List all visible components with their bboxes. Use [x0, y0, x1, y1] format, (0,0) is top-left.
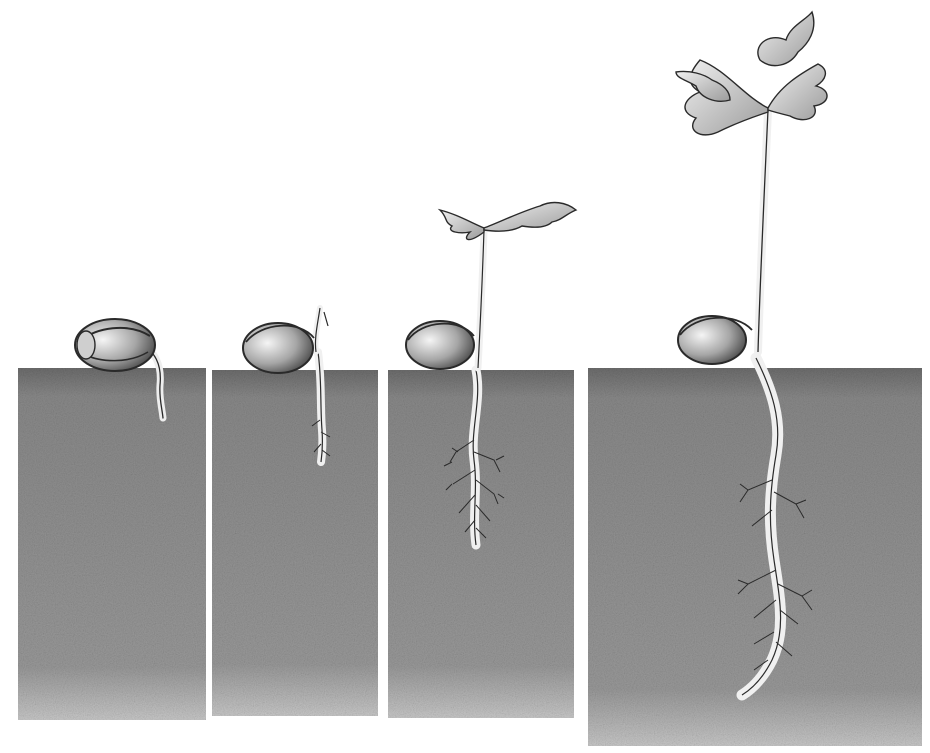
- soil-block-3: [388, 370, 574, 718]
- soil-block-1: [18, 368, 206, 720]
- soil-blocks: [18, 368, 922, 746]
- leaf-right: [484, 203, 576, 232]
- cotyledon: [678, 316, 746, 364]
- leaf-cluster: [676, 12, 827, 135]
- soil-block-2: [212, 370, 378, 716]
- cotyledon: [243, 323, 313, 373]
- leaf-left: [440, 210, 484, 240]
- acorn-cap-scar: [77, 331, 95, 359]
